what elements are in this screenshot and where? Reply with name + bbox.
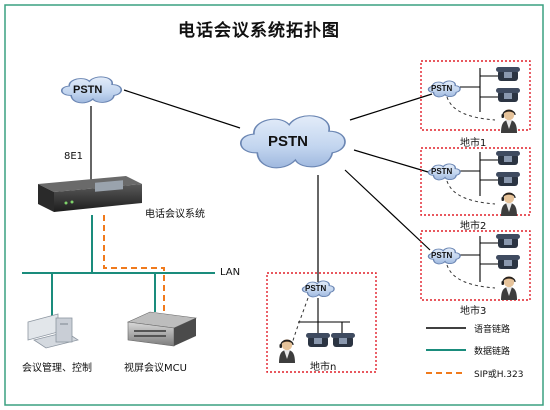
workstation-icon <box>27 313 79 349</box>
link-core-city2 <box>353 149 429 173</box>
legend-lines <box>426 327 466 374</box>
city1-pstn-label: PSTN <box>431 84 453 93</box>
diagram-title: 电话会议系统拓扑图 <box>178 21 340 41</box>
cityn-label: 地市n <box>310 362 337 373</box>
server-icon <box>38 176 142 212</box>
link-left-pstn-core <box>123 89 241 129</box>
city2-label: 地市2 <box>460 221 487 232</box>
mgmt-label: 会议管理、控制 <box>22 363 92 374</box>
city2-group <box>428 151 520 217</box>
voice-links <box>90 89 433 282</box>
left-pstn-label: PSTN <box>73 84 103 96</box>
telephone-icon <box>496 172 520 186</box>
link-core-city3 <box>344 169 431 251</box>
city3-pstn-label: PSTN <box>431 251 453 260</box>
legend-data-label: 数据链路 <box>474 347 511 357</box>
telephone-icon <box>496 67 520 81</box>
city1-box <box>420 60 531 131</box>
city2-pstn-label: PSTN <box>431 167 453 176</box>
city1-group <box>428 67 520 134</box>
e1-label: 8E1 <box>64 151 84 162</box>
city3-group <box>428 234 520 301</box>
data-links <box>22 215 215 318</box>
cityn-pstn-label: PSTN <box>305 284 327 293</box>
telephone-icon <box>306 333 330 347</box>
city3-box <box>420 230 531 301</box>
telephone-icon <box>496 234 520 248</box>
rack-server-icon <box>126 311 198 347</box>
cityn-group <box>278 281 355 364</box>
lan-label: LAN <box>220 267 241 278</box>
city1-label: 地市1 <box>460 138 487 149</box>
telephone-icon <box>496 88 520 102</box>
person-icon <box>500 108 518 134</box>
city3-label: 地市3 <box>460 306 487 317</box>
telephone-icon <box>496 255 520 269</box>
mcu-label: 视屏会议MCU <box>124 363 187 374</box>
person-icon <box>278 338 296 364</box>
telephone-icon <box>331 333 355 347</box>
person-icon <box>500 191 518 217</box>
legend-voice-label: 语音链路 <box>474 325 511 335</box>
legend-sip-label: SIP或H.323 <box>474 370 524 380</box>
city-boxes <box>266 60 531 373</box>
core-pstn-label: PSTN <box>268 133 309 150</box>
telephone-icon <box>496 151 520 165</box>
conf-system-label: 电话会议系统 <box>145 209 205 220</box>
outer-frame <box>4 4 544 406</box>
sip-link <box>103 215 165 313</box>
link-core-city1 <box>349 93 433 121</box>
person-icon <box>500 275 518 301</box>
